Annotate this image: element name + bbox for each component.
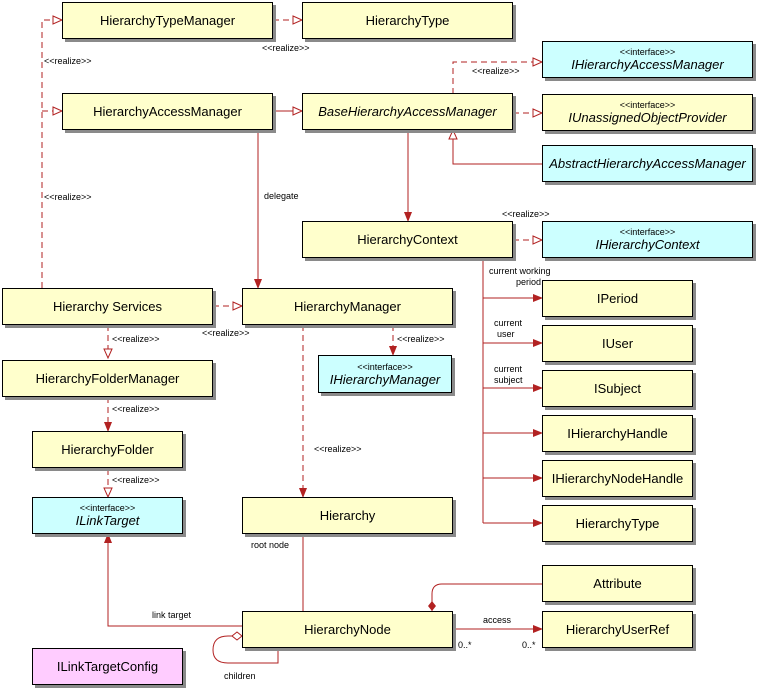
edge-node-ilinktarget <box>104 533 242 627</box>
current-label: current <box>494 364 523 374</box>
class-name: Hierarchy <box>319 508 376 523</box>
class-name: HierarchyFolderManager <box>35 371 180 386</box>
edge-attribute-node <box>428 583 542 611</box>
realize-label: <<realize>> <box>262 43 310 53</box>
realize-label: <<realize>> <box>44 56 92 66</box>
edge-services-typemanager <box>41 20 62 288</box>
hierarchy-type-manager-class[interactable]: HierarchyTypeManager <box>62 2 273 39</box>
ihierarchy-node-handle-class[interactable]: IHierarchyNodeHandle <box>542 460 693 497</box>
realize-label: <<realize>> <box>112 404 160 414</box>
class-name: AbstractHierarchyAccessManager <box>549 156 746 171</box>
class-name: IHierarchyHandle <box>567 426 668 441</box>
hierarchy-user-ref-class[interactable]: HierarchyUserRef <box>542 611 693 648</box>
realize-label: <<realize>> <box>202 328 250 338</box>
edge-node-children <box>212 631 279 664</box>
class-name: ILinkTargetConfig <box>56 659 159 674</box>
class-name: Hierarchy Services <box>52 299 163 314</box>
ihierarchy-context-interface[interactable]: <<interface>> IHierarchyContext <box>542 221 753 258</box>
iunassigned-object-provider-interface[interactable]: <<interface>> IUnassignedObjectProvider <box>542 94 753 131</box>
class-name: HierarchyAccessManager <box>93 104 242 119</box>
edge-abstract-base <box>453 130 542 165</box>
class-name: HierarchyUserRef <box>565 622 670 637</box>
hierarchy-context-class[interactable]: HierarchyContext <box>302 221 513 258</box>
interface-name: IHierarchyAccessManager <box>571 57 724 72</box>
ihierarchy-access-manager-interface[interactable]: <<interface>> IHierarchyAccessManager <box>542 41 753 78</box>
children-label: children <box>224 671 256 681</box>
interface-stereotype: <<interface>> <box>619 47 676 57</box>
root-node-label: root node <box>251 540 290 550</box>
hierarchy-node-class[interactable]: HierarchyNode <box>242 611 453 648</box>
interface-name: ILinkTarget <box>75 513 140 528</box>
class-name: HierarchyFolder <box>61 442 154 457</box>
iperiod-class[interactable]: IPeriod <box>542 280 693 317</box>
access-label: access <box>483 615 512 625</box>
realize-label: <<realize>> <box>112 334 160 344</box>
hierarchy-manager-class[interactable]: HierarchyManager <box>242 288 453 325</box>
multiplicity-label: 0..* <box>522 640 536 650</box>
hierarchy-folder-manager-class[interactable]: HierarchyFolderManager <box>2 360 213 397</box>
link-target-label: link target <box>152 610 192 620</box>
hierarchy-type-class-right[interactable]: HierarchyType <box>542 505 693 542</box>
edge-base-ihierarchyaccessmanager <box>452 62 542 94</box>
class-name: HierarchyType <box>365 13 450 28</box>
ilink-target-interface[interactable]: <<interface>> ILinkTarget <box>32 497 183 534</box>
realize-label: <<realize>> <box>44 192 92 202</box>
period-label: period <box>516 277 542 287</box>
isubject-class[interactable]: ISubject <box>542 370 693 407</box>
attribute-class[interactable]: Attribute <box>542 565 693 602</box>
iuser-class[interactable]: IUser <box>542 325 693 362</box>
interface-stereotype: <<interface>> <box>619 227 676 237</box>
class-name: Attribute <box>593 576 642 591</box>
realize-label: <<realize>> <box>472 66 520 76</box>
class-name: IPeriod <box>596 291 639 306</box>
ihierarchy-handle-class[interactable]: IHierarchyHandle <box>542 415 693 452</box>
interface-stereotype: <<interface>> <box>79 503 136 513</box>
base-hierarchy-access-manager-class[interactable]: BaseHierarchyAccessManager <box>302 93 513 130</box>
subject-label: subject <box>494 375 523 385</box>
class-name: IUser <box>601 336 634 351</box>
ihierarchy-manager-interface[interactable]: <<interface>> IHierarchyManager <box>318 355 452 393</box>
class-name: IHierarchyNodeHandle <box>551 471 684 486</box>
interface-stereotype: <<interface>> <box>357 361 413 372</box>
interface-name: IHierarchyContext <box>595 237 700 252</box>
class-name: ISubject <box>594 381 641 396</box>
realize-label: <<realize>> <box>112 475 160 485</box>
class-name: HierarchyType <box>575 516 660 531</box>
hierarchy-services-class[interactable]: Hierarchy Services <box>2 288 213 325</box>
current-label: current <box>494 318 523 328</box>
interface-stereotype: <<interface>> <box>619 100 676 110</box>
hierarchy-type-class[interactable]: HierarchyType <box>302 2 513 39</box>
realize-label: <<realize>> <box>314 444 362 454</box>
realize-label: <<realize>> <box>502 209 550 219</box>
realize-label: <<realize>> <box>397 334 445 344</box>
class-name: HierarchyTypeManager <box>99 13 236 28</box>
ilink-target-config-class[interactable]: ILinkTargetConfig <box>32 648 183 685</box>
interface-name: IUnassignedObjectProvider <box>568 110 727 125</box>
multiplicity-label: 0..* <box>458 640 472 650</box>
hierarchy-folder-class[interactable]: HierarchyFolder <box>32 431 183 468</box>
delegate-label: delegate <box>264 191 299 201</box>
class-name: HierarchyNode <box>304 622 391 637</box>
hierarchy-access-manager-class[interactable]: HierarchyAccessManager <box>62 93 273 130</box>
class-name: HierarchyManager <box>294 299 401 314</box>
class-name: BaseHierarchyAccessManager <box>318 104 497 119</box>
hierarchy-class[interactable]: Hierarchy <box>242 497 453 534</box>
class-name: HierarchyContext <box>357 232 458 247</box>
abstract-hierarchy-access-manager-class[interactable]: AbstractHierarchyAccessManager <box>542 145 753 182</box>
user-label: user <box>497 329 515 339</box>
current-working-label: current working <box>489 266 551 276</box>
interface-name: IHierarchyManager <box>329 371 441 387</box>
